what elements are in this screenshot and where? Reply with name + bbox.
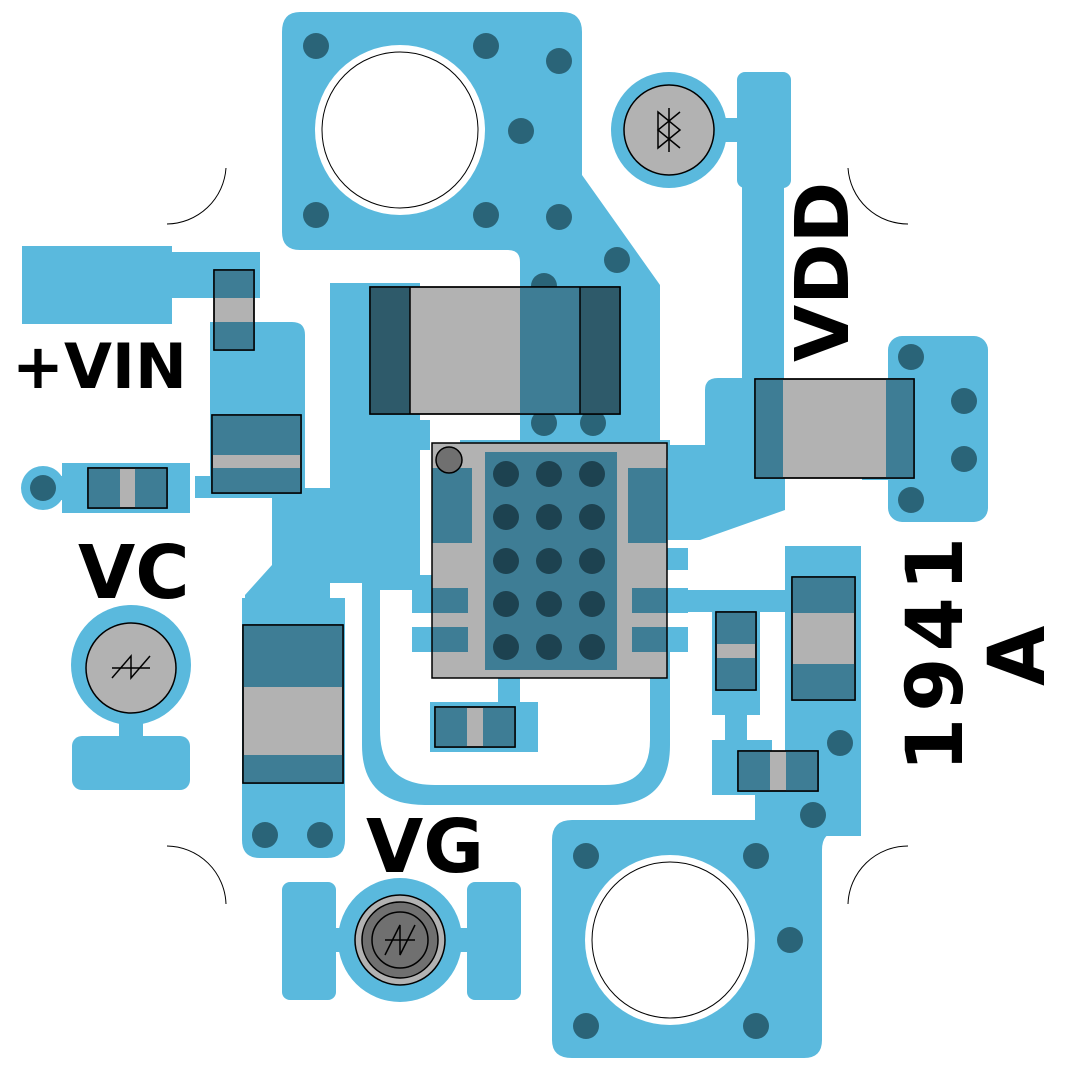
test-point-icon [656,108,682,152]
vin-pad [22,246,172,324]
cap-vdd [754,378,915,479]
label-vdd: VDD [780,182,866,362]
res-vc [87,467,168,509]
res-right-horizontal [737,750,819,792]
pin1-marker-icon [435,446,463,474]
test-point-vg [354,894,446,986]
chip-via-array [493,461,605,660]
test-point-vdd [623,84,715,176]
label-vc: VC [78,530,190,616]
test-point-icon [384,924,416,956]
components [87,269,915,792]
label-part-number: 1941 [891,531,981,772]
label-vg: VG [366,804,484,890]
label-vin: +VIN [12,330,187,403]
mounting-hole-icon [315,45,755,1025]
cap-c-top [369,286,621,415]
board-outline [166,167,909,905]
test-point-icon [111,653,151,681]
cap-c-left [242,624,344,784]
via-icon [30,33,977,1039]
res-vin [213,269,255,351]
cap-vc-upper [211,414,302,494]
res-under-chip [434,706,516,748]
res-right-vertical [715,611,757,691]
cap-right [791,576,856,701]
main-ic [431,442,668,679]
label-revision: A [973,626,1063,686]
test-point-vc [85,622,177,714]
